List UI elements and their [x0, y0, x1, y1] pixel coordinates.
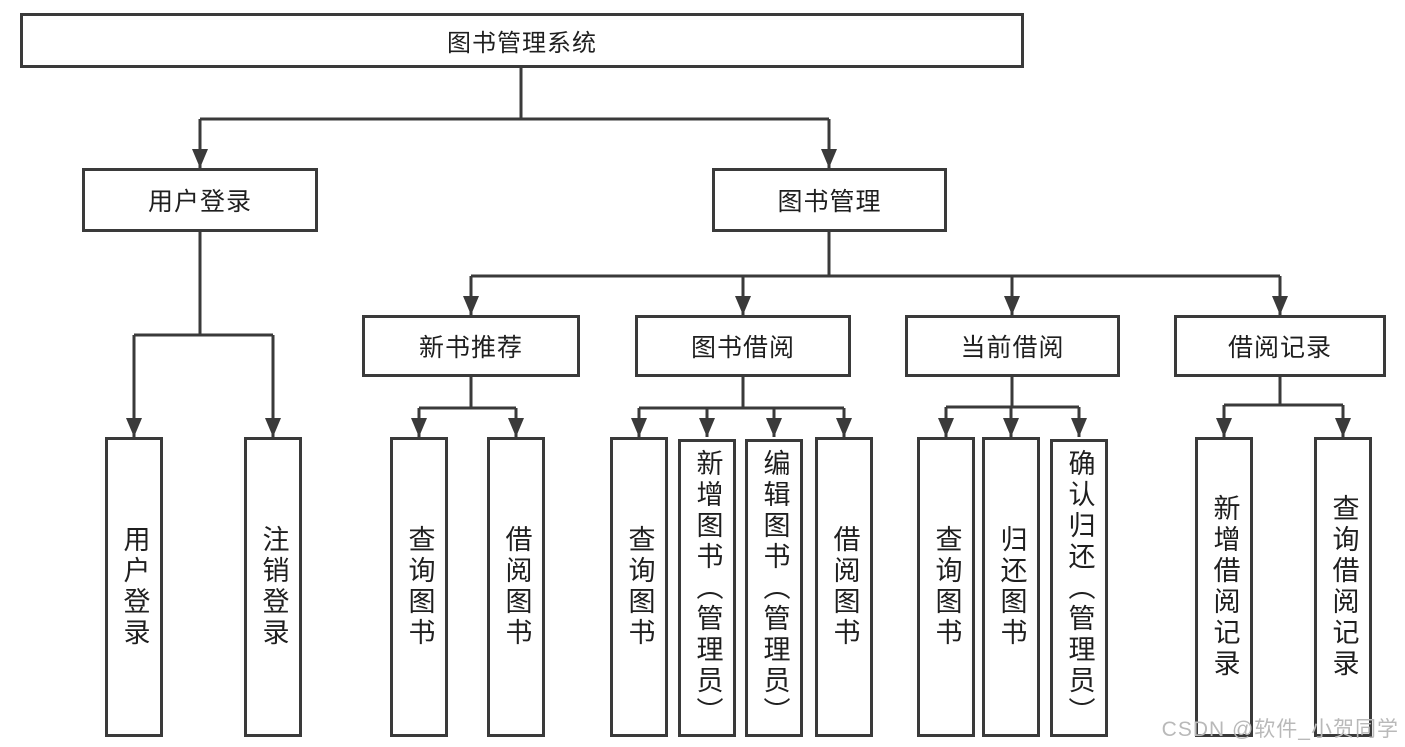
node-book-borrowing: 图书借阅 — [635, 315, 851, 377]
node-leaf-add-borrow-record: 新增借阅记录 — [1195, 437, 1253, 737]
node-new-book-recommend: 新书推荐 — [362, 315, 580, 377]
node-leaf-user-login: 用户登录 — [105, 437, 163, 737]
node-leaf-query-books-1: 查询图书 — [390, 437, 448, 737]
node-leaf-borrow-books-2: 借阅图书 — [815, 437, 873, 737]
node-user-login: 用户登录 — [82, 168, 318, 232]
node-leaf-borrow-books-1: 借阅图书 — [487, 437, 545, 737]
node-leaf-confirm-return-admin: 确认归还（管理员） — [1050, 439, 1108, 737]
node-current-borrowing: 当前借阅 — [905, 315, 1120, 377]
node-leaf-logout: 注销登录 — [244, 437, 302, 737]
node-leaf-query-borrow-record: 查询借阅记录 — [1314, 437, 1372, 737]
node-leaf-return-books: 归还图书 — [982, 437, 1040, 737]
node-borrowing-records: 借阅记录 — [1174, 315, 1386, 377]
node-leaf-add-books-admin: 新增图书（管理员） — [678, 439, 736, 737]
node-leaf-query-books-3: 查询图书 — [917, 437, 975, 737]
node-book-management: 图书管理 — [712, 168, 947, 232]
node-leaf-edit-books-admin: 编辑图书（管理员） — [745, 439, 803, 737]
csdn-watermark: CSDN @软件_小贺同学 — [1161, 718, 1399, 741]
node-leaf-query-books-2: 查询图书 — [610, 437, 668, 737]
node-library-management-system: 图书管理系统 — [20, 13, 1024, 68]
